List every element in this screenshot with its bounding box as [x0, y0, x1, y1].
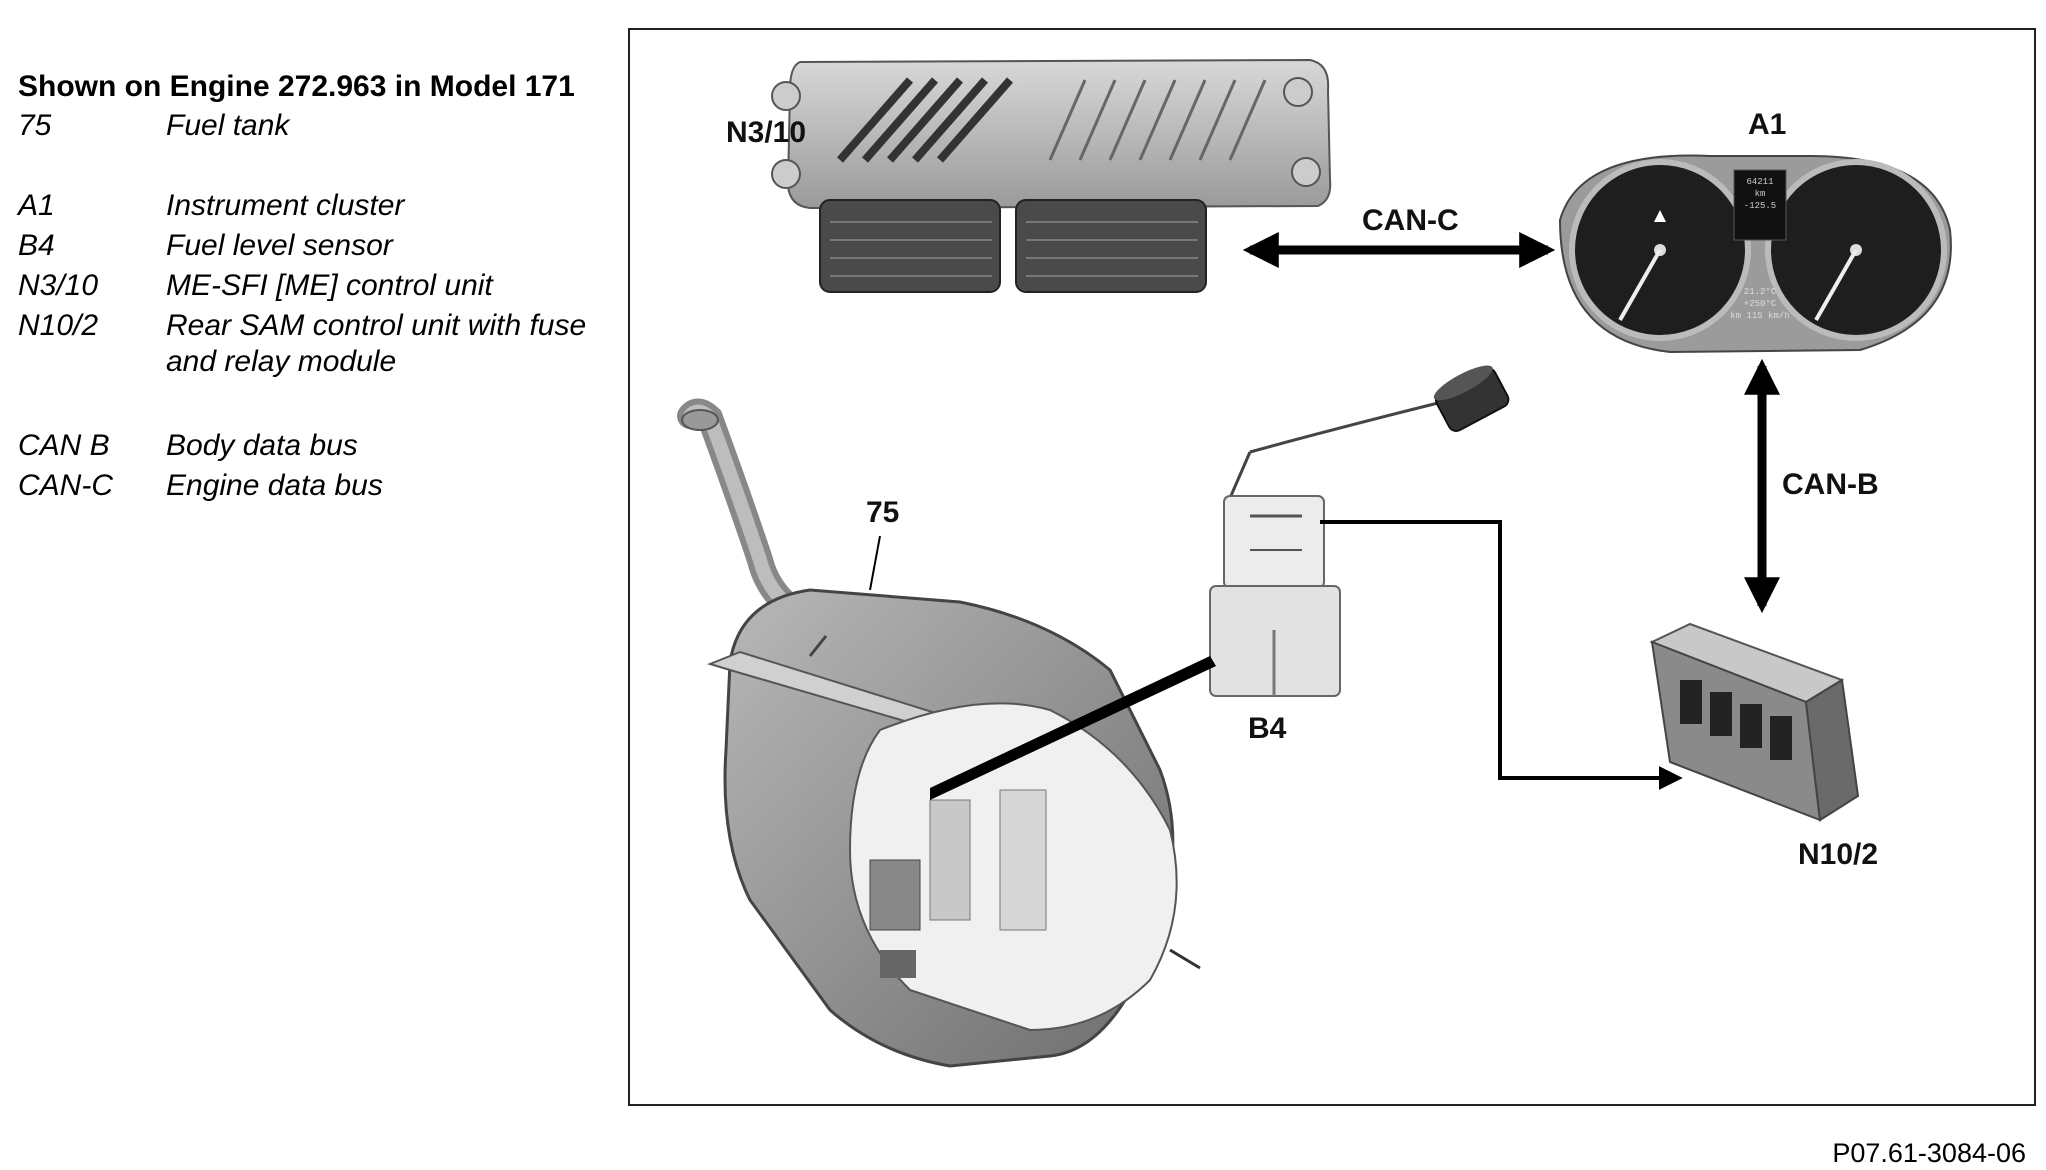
legend-title: Shown on Engine 272.963 in Model 171 [18, 70, 575, 103]
cluster-temp: 21.2°C [1744, 287, 1777, 297]
cluster-trip: -125.5 [1744, 201, 1776, 211]
sensor-signal-line [1320, 520, 1683, 790]
sam-module-n10-2 [1649, 622, 1860, 822]
warning-icon [1654, 210, 1666, 222]
leader-b4 [930, 656, 1216, 800]
label-b4: B4 [1248, 712, 1287, 745]
legend-code: CAN B [18, 429, 110, 462]
legend-desc: Engine data bus [166, 469, 383, 502]
legend-desc: ME-SFI [ME] control unit [166, 269, 493, 302]
legend-code: A1 [18, 189, 55, 222]
cluster-odometer: 64211 [1746, 177, 1773, 187]
legend-item-b4: B4 Fuel level sensor [18, 228, 628, 264]
legend-item-can-c: CAN-C Engine data bus [18, 468, 628, 504]
label-a1: A1 [1748, 108, 1786, 141]
legend-code: N10/2 [18, 309, 99, 342]
diagram-frame: N3/10 CAN-C 64211 km -125.5 21.2°C +250°… [628, 28, 2036, 1106]
cluster-temp2: +250°C [1744, 299, 1777, 309]
fuel-tank-75 [677, 398, 1201, 1068]
diagram-canvas: N3/10 CAN-C 64211 km -125.5 21.2°C +250°… [677, 58, 1952, 1068]
legend: Shown on Engine 272.963 in Model 171 75 … [18, 70, 628, 504]
legend-desc: Instrument cluster [166, 189, 405, 222]
cluster-speed: km 115 km/h [1730, 311, 1789, 321]
legend-item-n3-10: N3/10 ME-SFI [ME] control unit [18, 268, 628, 304]
leader-75 [869, 535, 881, 591]
legend-code: N3/10 [18, 269, 99, 302]
label-can-b: CAN-B [1782, 468, 1879, 501]
ecu-n3-10 [771, 58, 1332, 293]
legend-code: CAN-C [18, 469, 113, 502]
legend-item-75: 75 Fuel tank [18, 108, 628, 144]
legend-desc: Rear SAM control unit with fuse [166, 309, 587, 342]
label-n3-10: N3/10 [726, 116, 806, 149]
figure-code: P07.61-3084-06 [1832, 1138, 2026, 1168]
legend-desc-cont: and relay module [166, 345, 397, 378]
legend-code: B4 [18, 229, 55, 262]
label-n10-2: N10/2 [1798, 838, 1878, 871]
legend-code: 75 [18, 109, 52, 142]
legend-desc-block: Rear SAM control unit with fuse and rela… [166, 308, 628, 380]
legend-item-can-b: CAN B Body data bus [18, 428, 628, 464]
label-can-c: CAN-C [1362, 204, 1459, 237]
legend-desc: Fuel tank [166, 109, 290, 142]
legend-item-a1: A1 Instrument cluster [18, 188, 628, 224]
instrument-cluster-a1: 64211 km -125.5 21.2°C +250°C km 115 km/… [1558, 154, 1952, 354]
legend-desc: Fuel level sensor [166, 229, 393, 262]
legend-item-n10-2: N10/2 Rear SAM control unit with fuse an… [18, 308, 628, 380]
legend-desc: Body data bus [166, 429, 358, 462]
cluster-unit: km [1755, 189, 1766, 199]
fuel-level-sensor-b4 [1209, 365, 1510, 697]
label-75: 75 [866, 496, 899, 529]
